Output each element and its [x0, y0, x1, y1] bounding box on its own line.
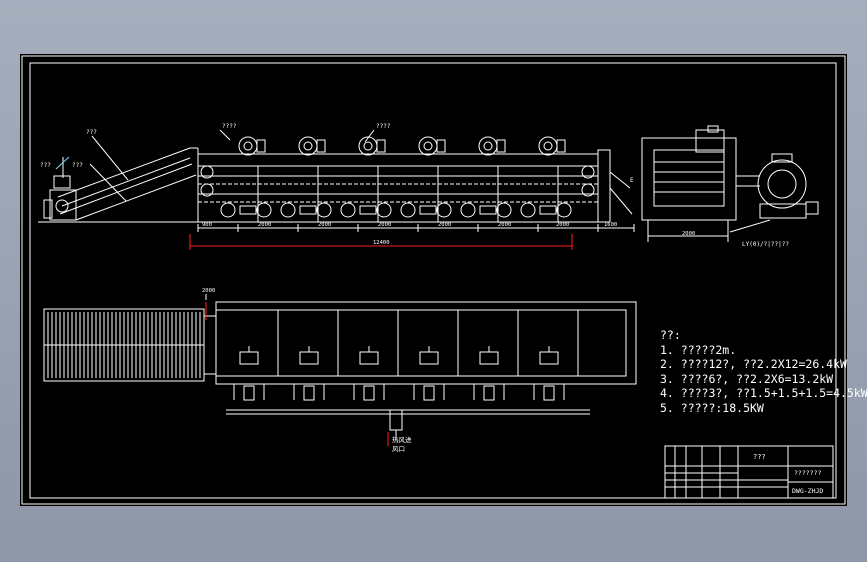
outer-frame: [21, 55, 846, 505]
dim-3: 2000: [378, 222, 391, 228]
title-block-name: ???????: [794, 469, 821, 477]
elevation-view: ??? ??? ???: [38, 123, 819, 250]
total-dimension: 12400: [189, 234, 573, 250]
plan-fan-unit: [293, 346, 325, 401]
left-label-1: ???: [40, 162, 51, 169]
cad-drawing: ??? ??? ???: [21, 55, 846, 505]
dim-7: 1600: [604, 222, 617, 228]
dimension-row: 900 2000 2000 2000 2000 2000 2000 1600: [197, 222, 635, 232]
top-fans: [238, 136, 566, 156]
note-4: 4. ????3?, ??1.5+1.5+1.5=4.5kW: [660, 386, 867, 400]
top-fan: [538, 136, 566, 156]
dim-0: 900: [202, 222, 212, 228]
plan-fan-unit: [473, 346, 505, 401]
bottom-motor: [340, 202, 392, 218]
drawing-canvas[interactable]: ??? ??? ???: [20, 54, 867, 506]
side-width: 2000: [682, 231, 695, 237]
side-label: E: [630, 177, 634, 184]
inner-frame: [29, 62, 837, 499]
fan-label-2: ????: [376, 123, 391, 130]
title-block: ??? ??????? DWG-ZHJD: [664, 445, 834, 499]
dryer-body: [197, 149, 633, 223]
drawing-number: DWG-ZHJD: [792, 487, 823, 495]
dim-5: 2000: [498, 222, 511, 228]
inclined-conveyor: ???: [55, 129, 199, 222]
heater-label: LY(0)/?|??|??: [742, 241, 789, 248]
note-3: 3. ????6?, ??2.2X6=13.2kW: [660, 371, 834, 386]
dim-2: 2000: [318, 222, 331, 228]
plan-view: 2000 热风进 风口: [43, 288, 637, 453]
bottom-motor: [460, 202, 512, 218]
plan-fan-unit: [413, 346, 445, 401]
plan-fan-unit: [353, 346, 385, 401]
side-view: 2000 E: [630, 125, 760, 242]
feed-motor: [53, 175, 71, 189]
note-5: 5. ?????:18.5KW: [660, 400, 764, 415]
inlet-label-1: 热风进: [392, 435, 412, 444]
top-fan: [358, 136, 386, 156]
notes-heading: ??:: [660, 328, 681, 342]
top-fan: [238, 136, 266, 156]
dim-1: 2000: [258, 222, 271, 228]
conveyor-mesh: [44, 312, 204, 378]
bottom-motor: [280, 202, 332, 218]
fan-label-1: ????: [222, 123, 237, 130]
left-label-2: ???: [72, 162, 83, 169]
note-1: 1. ?????2m.: [660, 342, 737, 357]
top-fan: [298, 136, 326, 156]
technical-notes: ??: 1. ?????2m. 2. ????12?, ??2.2X12=26.…: [660, 328, 867, 415]
top-fan: [418, 136, 446, 156]
note-2: 2. ????12?, ??2.2X12=26.4kW: [660, 357, 847, 371]
dim-4: 2000: [438, 222, 451, 228]
title-block-title: ???: [753, 453, 766, 461]
total-length: 12400: [373, 240, 390, 246]
plan-fan-units: [233, 346, 565, 401]
plan-height: 2000: [202, 288, 215, 294]
plan-fan-unit: [533, 346, 565, 401]
bottom-motors: [220, 202, 572, 218]
plan-fan-unit: [233, 346, 265, 401]
dim-6: 2000: [556, 222, 569, 228]
bottom-motor: [220, 202, 272, 218]
inlet-label-2: 风口: [392, 445, 405, 453]
air-heater: LY(0)/?|??|??: [729, 153, 819, 248]
top-fan: [478, 136, 506, 156]
conveyor-label: ???: [86, 129, 97, 136]
bottom-motor: [520, 202, 572, 218]
bottom-motor: [400, 202, 452, 218]
